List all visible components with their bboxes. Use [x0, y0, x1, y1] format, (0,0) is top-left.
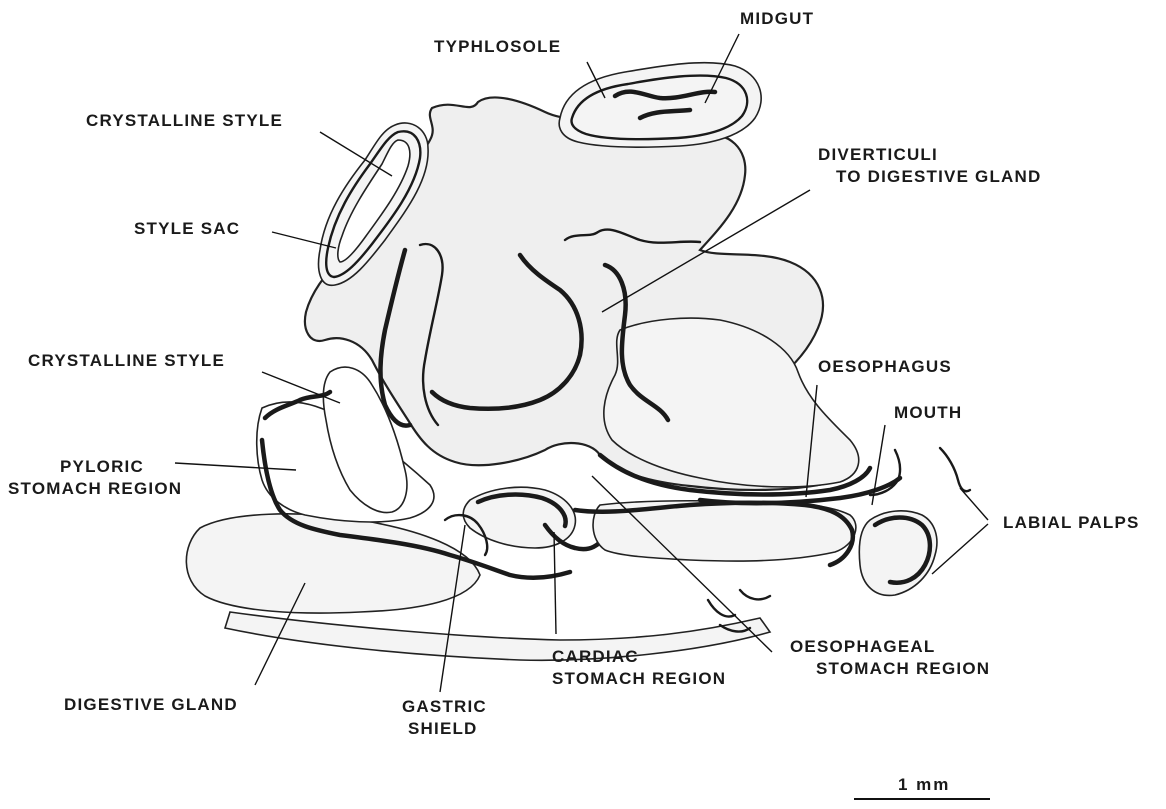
label-diverticuli-line2: TO DIGESTIVE GLAND — [818, 166, 1041, 188]
label-midgut: MIDGUT — [740, 8, 814, 30]
label-crystalline-style-mid: CRYSTALLINE STYLE — [28, 350, 225, 372]
label-oesophageal-line1: OESOPHAGEAL — [790, 636, 990, 658]
leader-labial-palps-lower — [932, 524, 988, 574]
label-pyloric: PYLORIC STOMACH REGION — [60, 456, 182, 500]
label-cardiac-line2: STOMACH REGION — [552, 668, 726, 690]
label-style-sac: STYLE SAC — [134, 218, 240, 240]
label-cardiac: CARDIAC STOMACH REGION — [552, 646, 726, 690]
label-labial-palps: LABIAL PALPS — [1003, 512, 1140, 534]
leader-labial-palps-upper — [960, 488, 988, 520]
label-digestive-gland: DIGESTIVE GLAND — [64, 694, 238, 716]
label-oesophageal: OESOPHAGEAL STOMACH REGION — [790, 636, 990, 680]
label-pyloric-line1: PYLORIC — [60, 456, 182, 478]
leader-cardiac — [554, 532, 556, 634]
label-typhlosole: TYPHLOSOLE — [434, 36, 561, 58]
label-mouth: MOUTH — [894, 402, 962, 424]
digestive-gland-tissue — [186, 514, 480, 613]
label-pyloric-line2: STOMACH REGION — [8, 478, 182, 500]
label-crystalline-style-top: CRYSTALLINE STYLE — [86, 110, 283, 132]
label-diverticuli: DIVERTICULI TO DIGESTIVE GLAND — [818, 144, 1041, 188]
label-cardiac-line1: CARDIAC — [552, 646, 726, 668]
label-gastric-shield: GASTRIC SHIELD — [402, 696, 487, 740]
labial-palp-upper — [940, 448, 970, 491]
scale-bar-label: 1 mm — [898, 774, 950, 796]
label-diverticuli-line1: DIVERTICULI — [818, 144, 1041, 166]
label-oesophageal-line2: STOMACH REGION — [790, 658, 990, 680]
label-gastric-line1: GASTRIC — [402, 696, 487, 718]
label-gastric-line2: SHIELD — [402, 718, 487, 740]
label-oesophagus: OESOPHAGUS — [818, 356, 952, 378]
